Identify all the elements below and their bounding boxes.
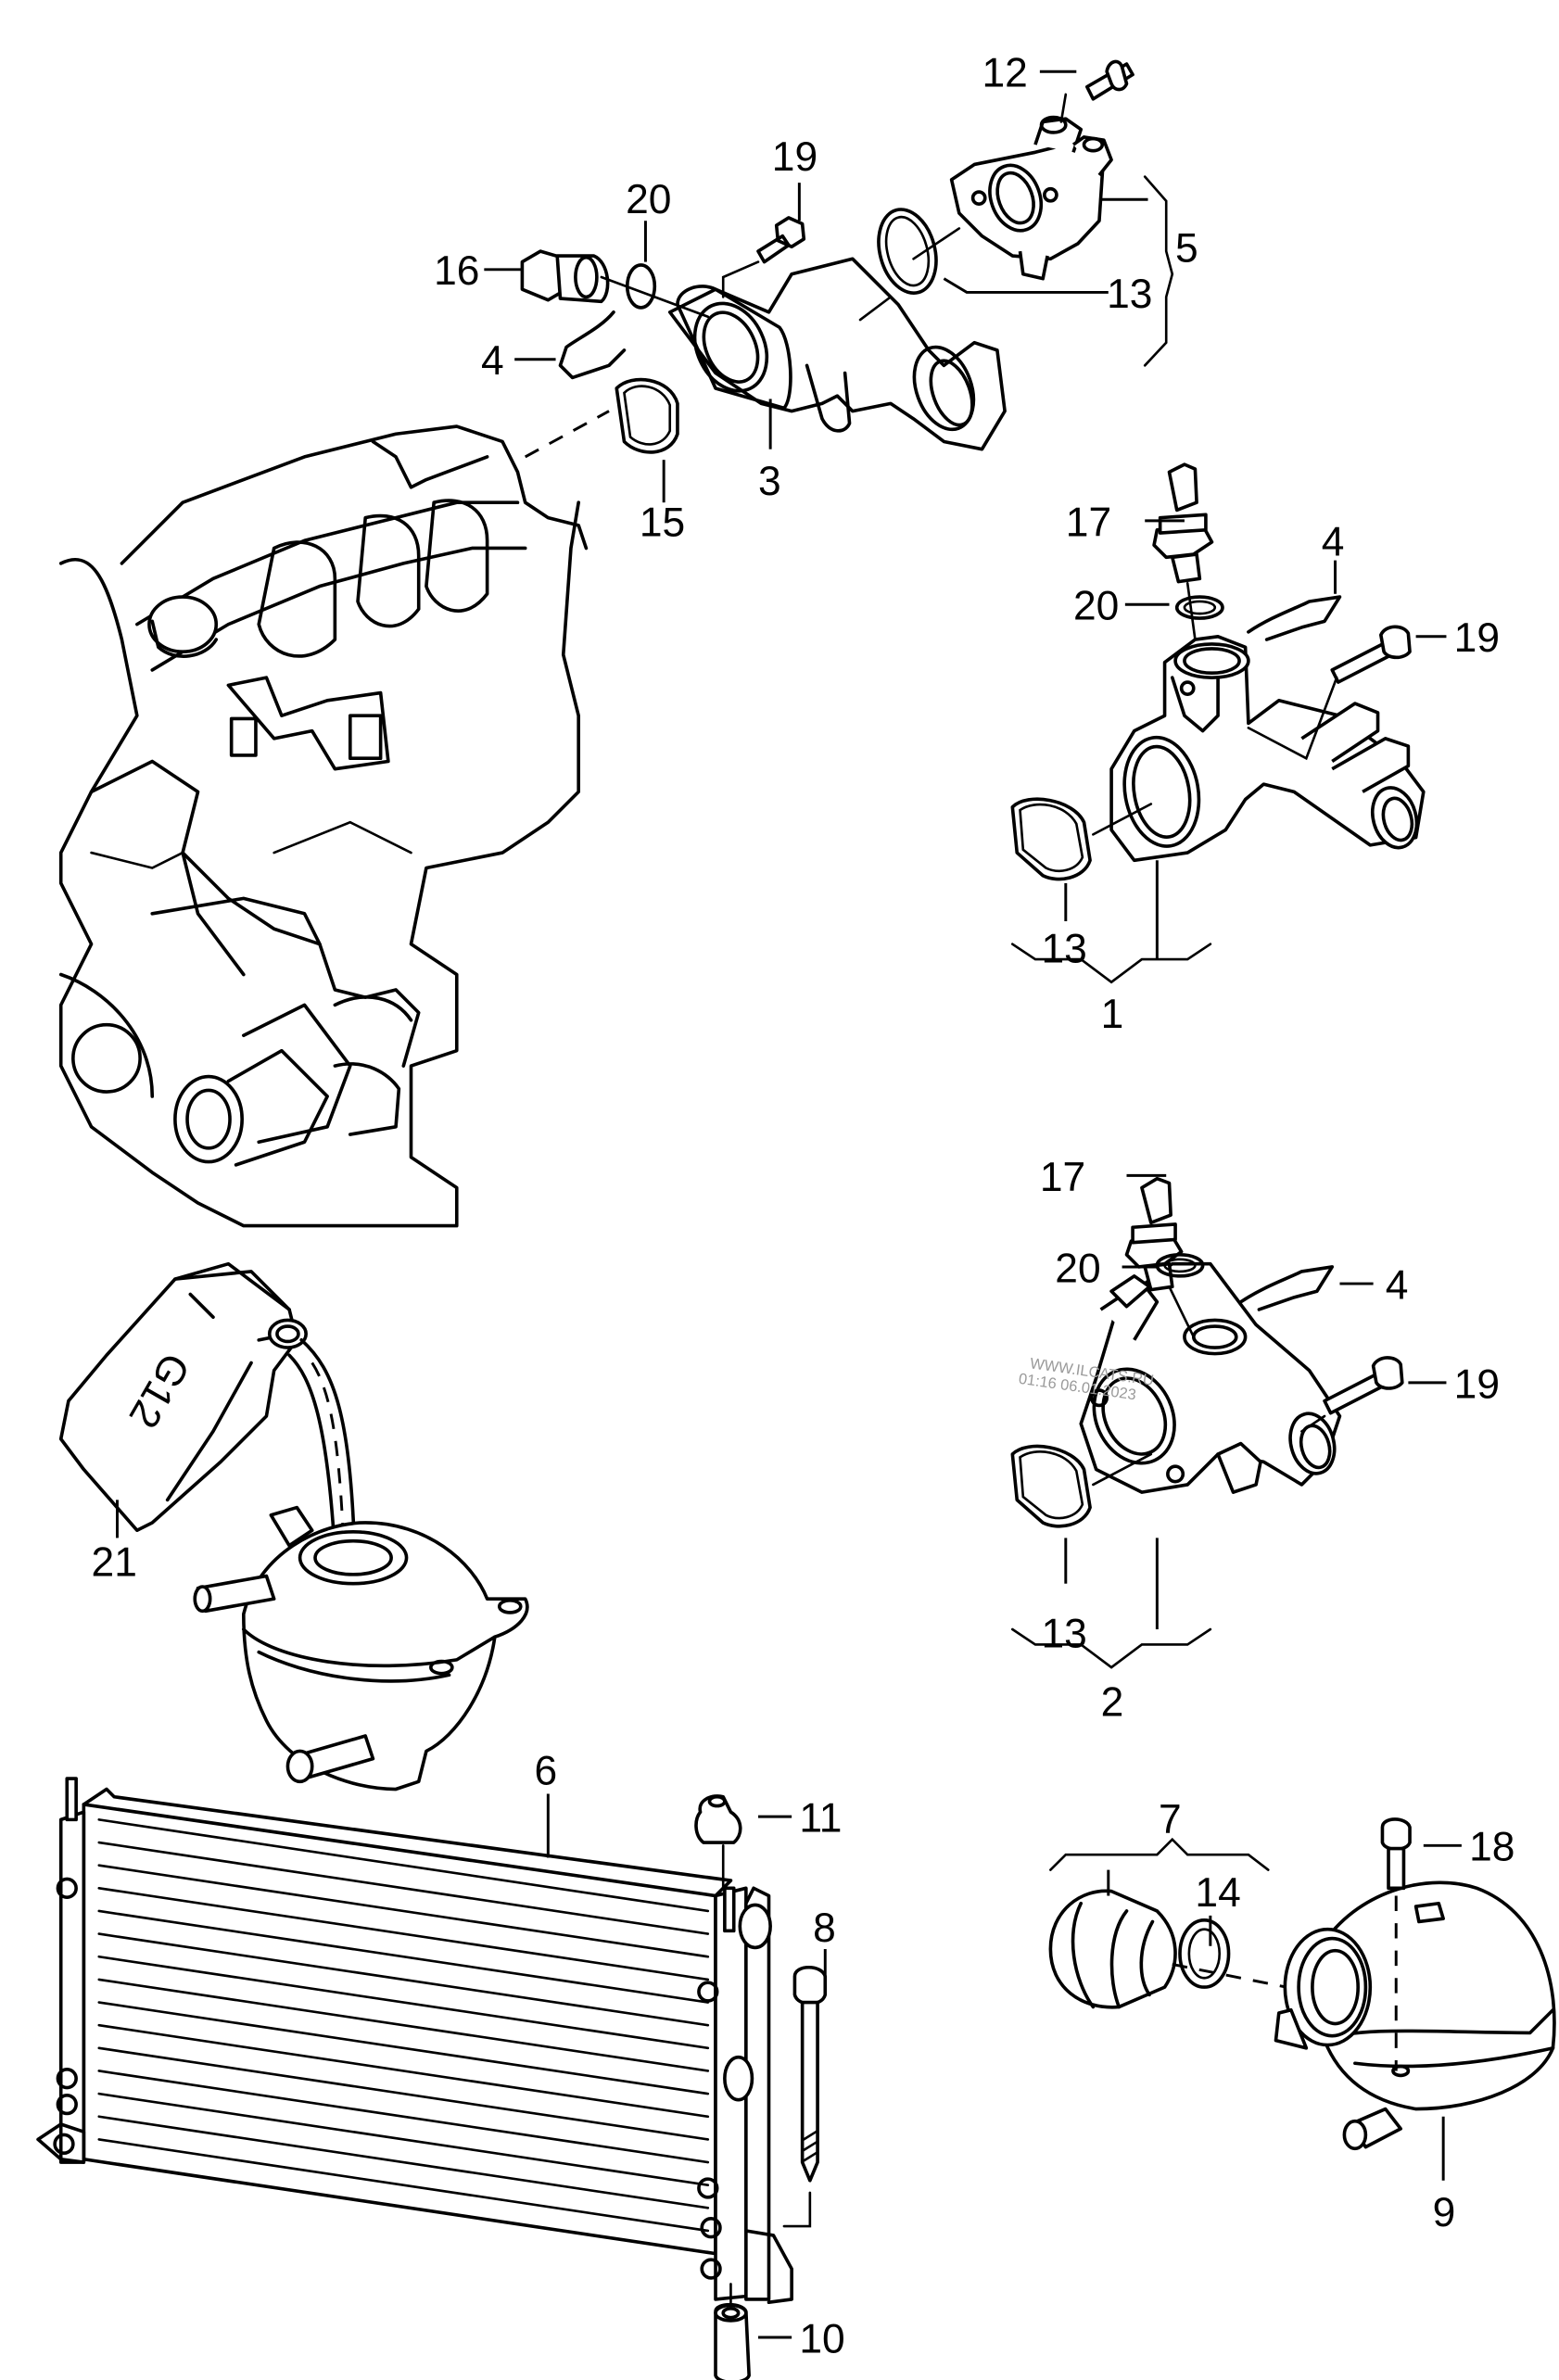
- callout-4-variant-1[interactable]: 4: [1322, 520, 1345, 565]
- callout-13-variant-1[interactable]: 13: [1042, 926, 1087, 971]
- callout-12[interactable]: 12: [982, 51, 1027, 96]
- callout-17-variant-2[interactable]: 17: [1040, 1155, 1085, 1200]
- callout-13-variant-2[interactable]: 13: [1042, 1612, 1087, 1657]
- seal-ring-14: [1178, 1918, 1231, 1989]
- retaining-clip-4-variant-1: [1247, 595, 1342, 641]
- seal-ring-20-variant-2: [1155, 1253, 1205, 1278]
- callout-10[interactable]: 10: [799, 2316, 844, 2361]
- callout-17-variant-1[interactable]: 17: [1066, 500, 1111, 545]
- cap-7: [1048, 1889, 1177, 2009]
- engine-block: [58, 424, 589, 1228]
- leader-lines: [116, 70, 1462, 2339]
- callout-19-top[interactable]: 19: [772, 134, 818, 180]
- callout-19-variant-1[interactable]: 19: [1454, 615, 1500, 661]
- temperature-sender-16: [520, 249, 610, 304]
- retaining-clip-4-variant-2: [1238, 1265, 1335, 1311]
- callout-16[interactable]: 16: [434, 248, 479, 294]
- callout-8[interactable]: 8: [813, 1905, 836, 1951]
- thermostat-housing-5: [949, 115, 1113, 281]
- o-ring-13-variant-1: [1010, 797, 1092, 881]
- bolt-19-top: [756, 216, 806, 264]
- radiator-6: [36, 1777, 793, 2305]
- rubber-mount-10: [714, 2302, 751, 2380]
- callout-20-variant-1[interactable]: 20: [1073, 584, 1119, 629]
- temperature-sender-17-variant-1: [1152, 462, 1214, 584]
- retaining-clip-4-top: [558, 310, 627, 380]
- callout-labels: 12 19 20 16 4 5 13 3 15 17 4 20 19 13 1 …: [92, 51, 1515, 2362]
- alignment-line-engine-flange: [524, 410, 610, 459]
- callout-6[interactable]: 6: [535, 1749, 558, 1794]
- radiator-fins: [97, 1818, 710, 2233]
- coolant-flange-variant-1: [1109, 634, 1426, 863]
- gasket-15: [615, 377, 679, 454]
- callout-13-top[interactable]: 13: [1107, 272, 1152, 317]
- bolt-19-variant-1: [1330, 625, 1412, 684]
- callout-7[interactable]: 7: [1159, 1797, 1182, 1842]
- coolant-canister-21: G12: [58, 1261, 308, 1533]
- bolt-19-variant-2: [1323, 1356, 1404, 1415]
- callout-2[interactable]: 2: [1101, 1680, 1124, 1726]
- expansion-tank-9: [1274, 1880, 1556, 2151]
- o-ring-13-top: [877, 208, 938, 295]
- callout-5[interactable]: 5: [1175, 226, 1198, 272]
- bolt-12: [1084, 59, 1134, 101]
- coolant-stream: [287, 1338, 357, 1555]
- expansion-tank-old: [193, 1505, 529, 1791]
- bolt-18: [1380, 1817, 1412, 1891]
- callout-20-variant-2[interactable]: 20: [1055, 1246, 1100, 1291]
- seal-ring-20-top: [625, 263, 657, 310]
- callout-1[interactable]: 1: [1101, 992, 1124, 1037]
- callout-9[interactable]: 9: [1433, 2190, 1456, 2235]
- callout-15[interactable]: 15: [640, 500, 685, 545]
- seal-ring-20-variant-1: [1174, 595, 1224, 620]
- alignment-line-16-20: [600, 275, 710, 319]
- callout-21[interactable]: 21: [92, 1539, 137, 1585]
- callout-11[interactable]: 11: [799, 1796, 842, 1842]
- callout-14[interactable]: 14: [1195, 1870, 1240, 1916]
- coolant-flange-variant-2: [1079, 1261, 1342, 1494]
- callout-3[interactable]: 3: [758, 459, 781, 504]
- callout-19-variant-2[interactable]: 19: [1454, 1361, 1500, 1407]
- callout-18[interactable]: 18: [1469, 1825, 1515, 1870]
- callout-20-top[interactable]: 20: [626, 177, 671, 222]
- callout-4-top[interactable]: 4: [481, 338, 504, 384]
- o-ring-13-variant-2: [1010, 1444, 1092, 1528]
- bolt-8: [792, 1965, 828, 2183]
- callout-4-variant-2[interactable]: 4: [1386, 1262, 1409, 1308]
- coolant-flange-3: [667, 257, 1007, 451]
- rubber-mount-11: [694, 1794, 742, 1844]
